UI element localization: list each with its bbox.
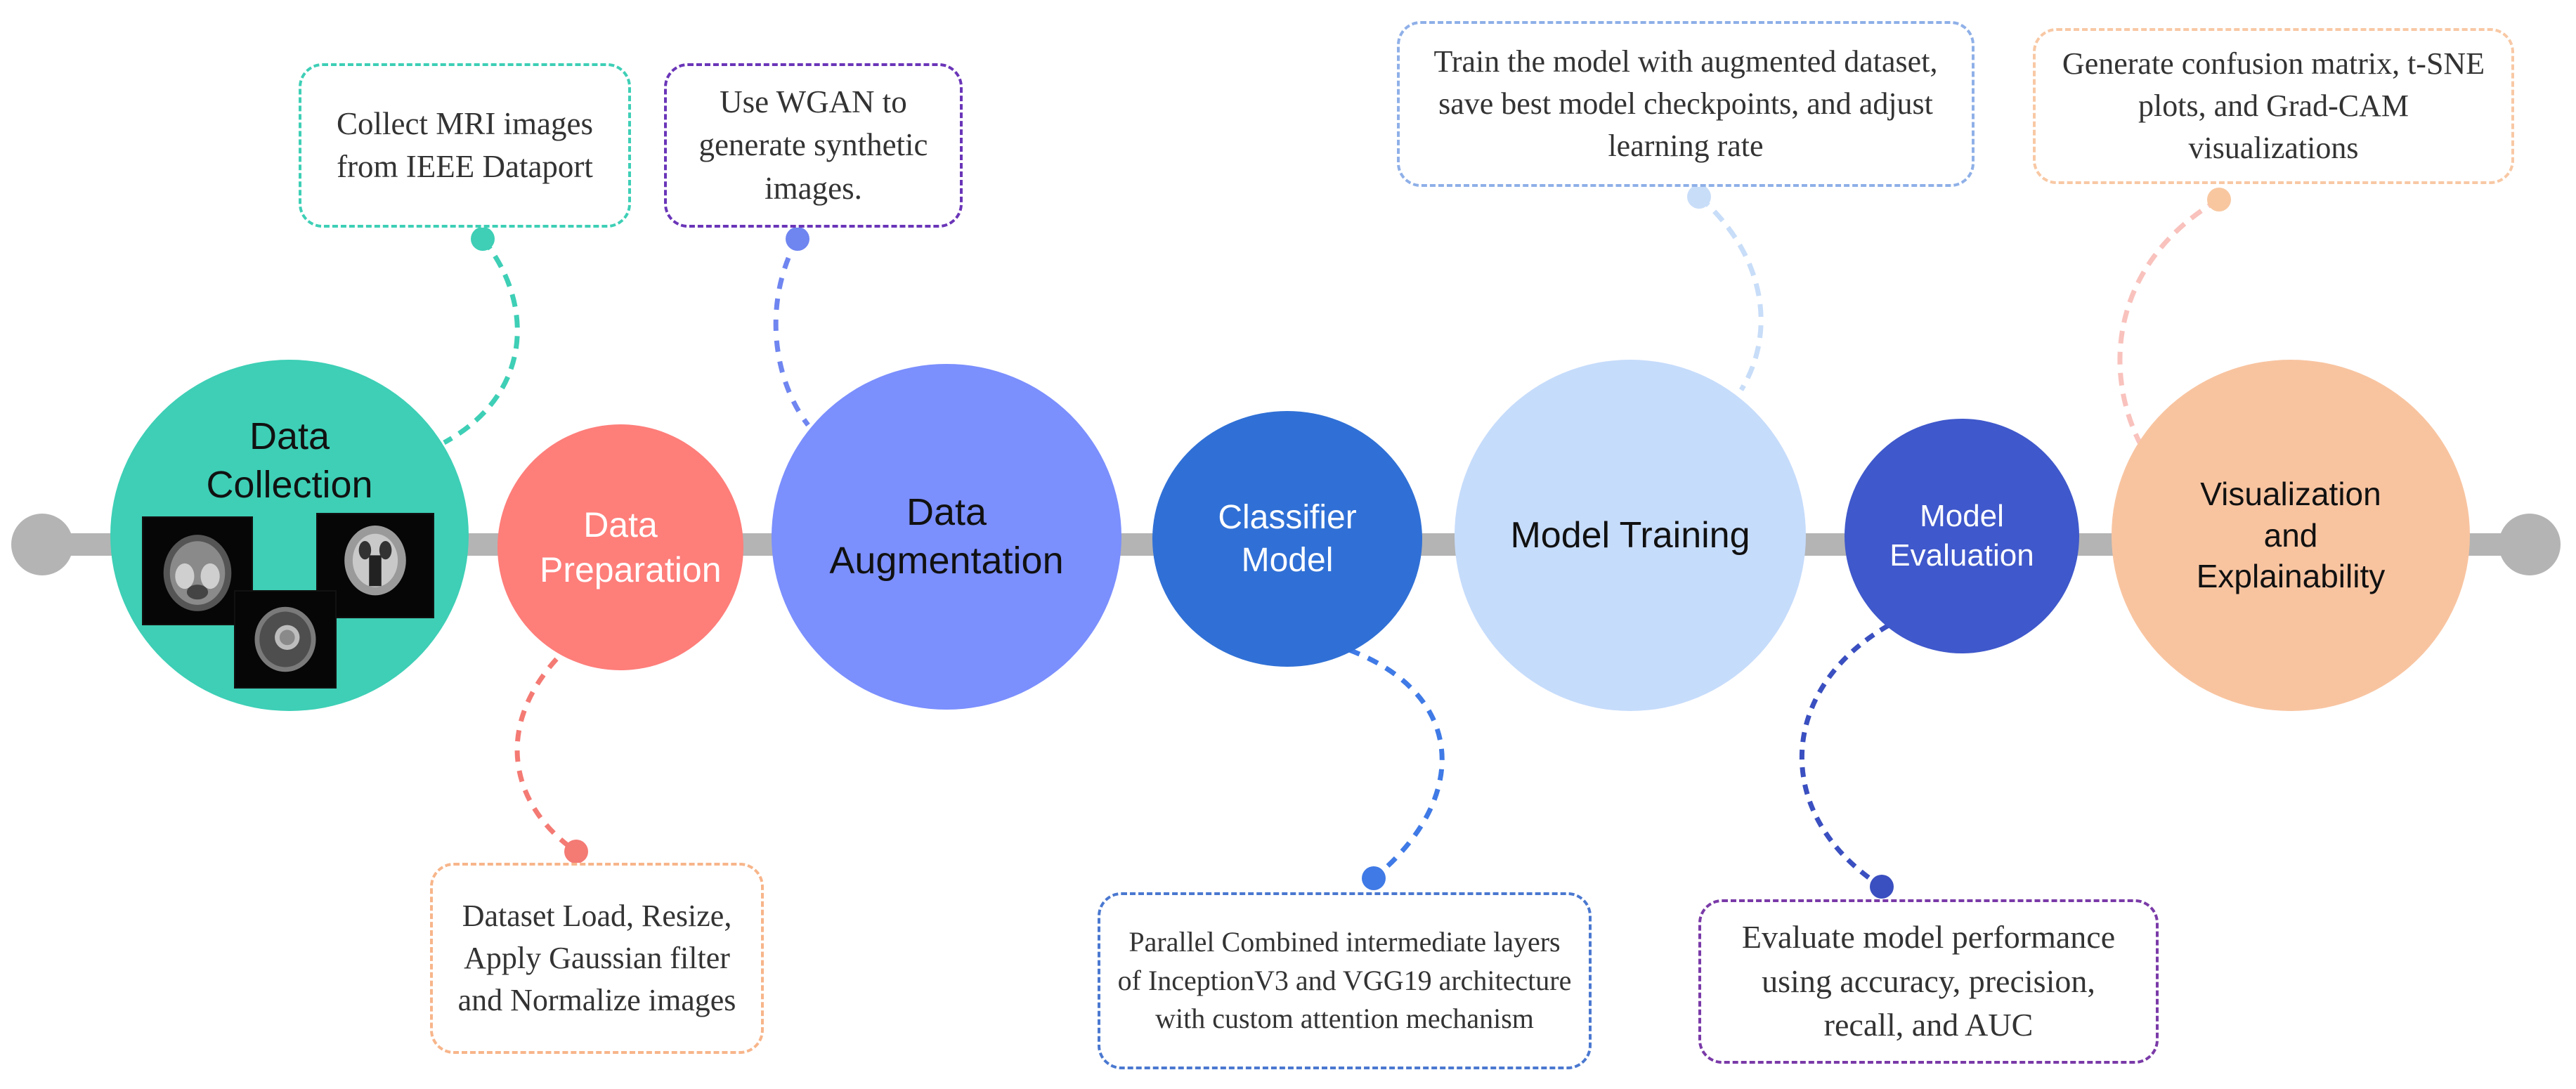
connector-prep — [514, 657, 578, 854]
connector-dot-visual — [2207, 188, 2231, 211]
note-evaluate-performance: Evaluate model performance using accurac… — [1698, 899, 2159, 1064]
stage-label-model-evaluation: Model Evaluation — [1889, 498, 2034, 573]
timeline-start-cap — [11, 514, 73, 575]
mri-scan-image-3 — [234, 590, 337, 689]
note-data-preparation-text: Dataset Load, Resize, Apply Gaussian fil… — [457, 899, 736, 1017]
connector-dot-prep — [564, 840, 588, 863]
connector-classifier — [1348, 647, 1445, 880]
connector-wgan — [773, 237, 810, 427]
stage-label-model-training: Model Training — [1510, 514, 1750, 556]
stage-visualization: Visualization and Explainability — [2112, 360, 2470, 711]
connector-collect — [443, 237, 520, 445]
stage-data-preparation: Data Preparation — [497, 424, 743, 670]
stage-label-data-augmentation: Data Augmentation — [829, 490, 1064, 582]
note-visualizations: Generate confusion matrix, t-SNE plots, … — [2033, 28, 2514, 184]
stage-label-data-collection: Data Collection — [206, 415, 373, 507]
note-data-preparation: Dataset Load, Resize, Apply Gaussian fil… — [430, 863, 764, 1054]
connector-dot-evaluate — [1870, 875, 1894, 899]
stage-label-data-preparation: Data Preparation — [540, 505, 722, 589]
stage-model-training: Model Training — [1455, 360, 1806, 711]
note-train-model-text: Train the model with augmented dataset, … — [1433, 44, 1938, 163]
connector-dot-collect — [471, 227, 495, 251]
connector-visual — [2117, 197, 2220, 444]
note-collect-mri: Collect MRI images from IEEE Dataport — [299, 63, 631, 228]
note-visualizations-text: Generate confusion matrix, t-SNE plots, … — [2062, 46, 2485, 165]
stage-label-visualization: Visualization and Explainability — [2196, 475, 2386, 595]
stage-data-augmentation: Data Augmentation — [772, 364, 1121, 710]
connector-dot-classifier — [1362, 866, 1386, 890]
note-evaluate-performance-text: Evaluate model performance using accurac… — [1741, 919, 2116, 1043]
note-classifier-architecture: Parallel Combined intermediate layers of… — [1098, 892, 1592, 1069]
stage-model-evaluation: Model Evaluation — [1845, 419, 2079, 653]
connector-train — [1697, 195, 1764, 391]
note-use-wgan: Use WGAN to generate synthetic images. — [664, 63, 963, 228]
connector-evaluate — [1800, 622, 1890, 889]
stage-label-classifier-model: Classifier Model — [1218, 498, 1357, 579]
note-train-model: Train the model with augmented dataset, … — [1397, 21, 1975, 187]
note-classifier-architecture-text: Parallel Combined intermediate layers of… — [1117, 926, 1572, 1035]
connector-dot-train — [1687, 185, 1711, 209]
timeline-end-cap — [2499, 514, 2561, 575]
note-collect-mri-text: Collect MRI images from IEEE Dataport — [337, 105, 593, 184]
stage-classifier-model: Classifier Model — [1152, 411, 1422, 667]
connector-dot-wgan — [786, 227, 809, 251]
note-use-wgan-text: Use WGAN to generate synthetic images. — [698, 84, 928, 206]
